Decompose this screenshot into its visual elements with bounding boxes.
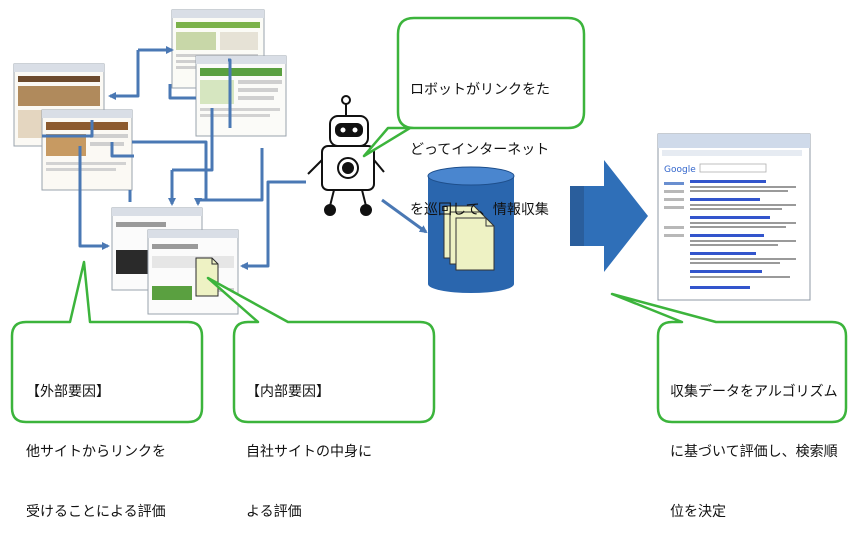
robot-callout-line: ロボットがリンクをた	[410, 82, 550, 98]
robot-callout-text: ロボットがリンクをた どってインターネット を巡回して、情報収集	[410, 40, 550, 240]
external-callout-text: 【外部要因】 他サイトからリンクを 受けることによる評価	[26, 342, 166, 542]
ranking-callout-line: に基づいて評価し、検索順	[670, 444, 838, 460]
robot-callout-bubble	[362, 16, 586, 158]
internal-callout-line: 自社サイトの中身に	[246, 444, 372, 460]
document-icon	[195, 257, 219, 297]
ranking-callout-line: 収集データをアルゴリズム	[670, 384, 838, 400]
internal-callout-bubble	[206, 276, 436, 424]
ranking-callout-line: 位を決定	[670, 504, 726, 520]
svg-text:Google: Google	[664, 165, 696, 175]
external-callout-line: 【外部要因】	[26, 384, 110, 400]
ranking-callout-text: 収集データをアルゴリズム に基づいて評価し、検索順 位を決定	[670, 342, 838, 542]
internal-callout-line: よる評価	[246, 504, 302, 520]
seo-diagram: Google ロボットがリンクをた どってインターネット を巡回	[10, 9, 848, 520]
robot-callout-line: を巡回して、情報収集	[410, 202, 549, 218]
link-arrows	[42, 46, 306, 270]
internal-callout-text: 【内部要因】 自社サイトの中身に よる評価	[246, 342, 372, 542]
external-callout-line: 受けることによる評価	[26, 504, 166, 520]
search-results-screenshot: Google	[657, 133, 811, 301]
robot-callout-line: どってインターネット	[410, 142, 550, 158]
diagram-canvas: Google	[10, 9, 848, 424]
collect-arrow	[381, 198, 428, 234]
database-icon	[427, 166, 515, 293]
document-stack-icon	[443, 205, 495, 271]
own-site-thumbnail-front	[147, 229, 239, 315]
external-callout-bubble	[10, 260, 204, 424]
website-thumbnail-right	[195, 55, 287, 137]
internal-callout-line: 【内部要因】	[246, 384, 330, 400]
website-thumbnail-left-bottom	[41, 109, 133, 191]
external-callout-line: 他サイトからリンクを	[26, 444, 166, 460]
big-arrow-icon	[570, 160, 648, 272]
ranking-callout-bubble	[610, 292, 848, 424]
robot-icon	[307, 95, 385, 216]
